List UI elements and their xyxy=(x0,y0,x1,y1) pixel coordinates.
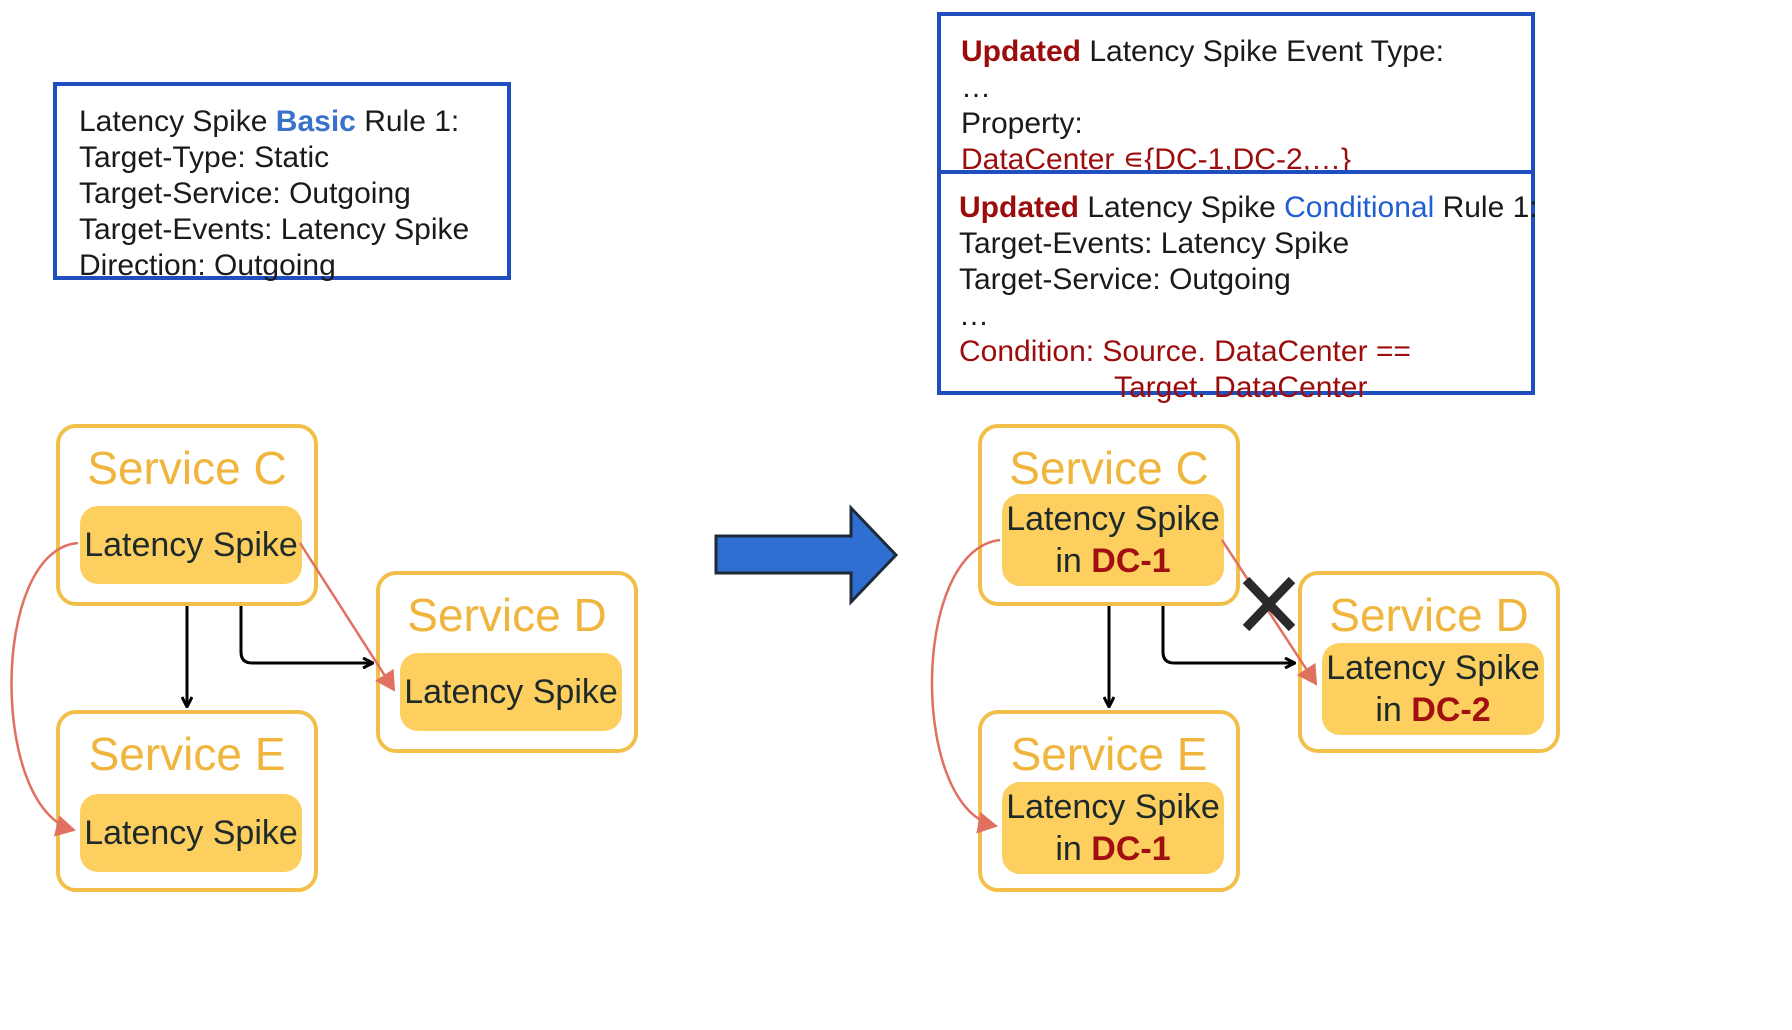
basic-rule-box: Latency Spike Basic Rule 1: Target-Type:… xyxy=(53,82,511,282)
left-service-e: Service E Latency Spike xyxy=(56,710,318,892)
conditional-keyword: Conditional xyxy=(1284,191,1435,224)
basic-target-type: Target-Type: Static xyxy=(79,141,330,174)
left-service-c: Service C Latency Spike xyxy=(56,424,318,606)
event-type-box: Updated Latency Spike Event Type: … Prop… xyxy=(937,12,1535,176)
blocked-x-icon xyxy=(1242,576,1296,632)
conditional-rule-box: Updated Latency Spike Conditional Rule 1… xyxy=(937,170,1538,404)
service-title: Service C xyxy=(87,442,287,494)
basic-rule-title: Latency Spike Basic Rule 1: xyxy=(79,105,460,138)
right-service-c: Service C Latency Spike in DC-1 xyxy=(978,424,1240,606)
condition-line-2: Target. DataCenter xyxy=(1114,371,1368,404)
conditional-target-service: Target-Service: Outgoing xyxy=(959,263,1291,296)
condition-line-1: Condition: Source. DataCenter == xyxy=(959,335,1411,368)
service-title: Service C xyxy=(1009,442,1209,494)
updated-label: Updated xyxy=(961,35,1081,68)
event-type-property: Property: xyxy=(961,107,1083,140)
dc-label: DC-2 xyxy=(1411,691,1491,729)
big-transition-arrow xyxy=(714,504,899,606)
left-service-d: Service D Latency Spike xyxy=(376,571,638,753)
right-service-d: Service D Latency Spike in DC-2 xyxy=(1298,571,1560,753)
dependency-arrow-c-to-d xyxy=(239,606,372,663)
dc-label: DC-1 xyxy=(1091,830,1171,868)
event-latency-spike-dc: Latency Spike in DC-2 xyxy=(1322,643,1544,735)
event-latency-spike-dc: Latency Spike in DC-1 xyxy=(1002,782,1224,874)
event-type-title: Updated Latency Spike Event Type: xyxy=(961,35,1445,68)
event-latency-spike: Latency Spike xyxy=(80,794,302,872)
blocked-propagation-arrow-c-to-d xyxy=(1220,539,1318,686)
service-title: Service E xyxy=(88,728,286,780)
right-service-e: Service E Latency Spike in DC-1 xyxy=(978,710,1240,892)
conditional-rule-title: Updated Latency Spike Conditional Rule 1… xyxy=(959,191,1538,224)
service-title: Service D xyxy=(407,589,607,641)
event-latency-spike: Latency Spike xyxy=(400,653,622,731)
updated-label: Updated xyxy=(959,191,1079,224)
service-title: Service D xyxy=(1329,589,1529,641)
event-latency-spike-dc: Latency Spike in DC-1 xyxy=(1002,494,1224,586)
propagation-arrow-c-to-d xyxy=(298,542,396,692)
event-type-ellipsis: … xyxy=(961,71,991,104)
dc-label: DC-1 xyxy=(1091,542,1171,580)
basic-direction: Direction: Outgoing xyxy=(79,249,336,282)
propagation-arrow-c-to-e-right xyxy=(930,538,1001,834)
basic-target-service: Target-Service: Outgoing xyxy=(79,177,411,210)
basic-keyword: Basic xyxy=(275,105,356,138)
conditional-target-events: Target-Events: Latency Spike xyxy=(959,227,1350,260)
basic-target-events: Target-Events: Latency Spike xyxy=(79,213,470,246)
dependency-arrow-c-to-d-right xyxy=(1161,606,1294,663)
event-latency-spike: Latency Spike xyxy=(80,506,302,584)
propagation-arrow-c-to-e xyxy=(10,541,79,837)
service-title: Service E xyxy=(1010,728,1208,780)
conditional-ellipsis: … xyxy=(959,299,989,332)
